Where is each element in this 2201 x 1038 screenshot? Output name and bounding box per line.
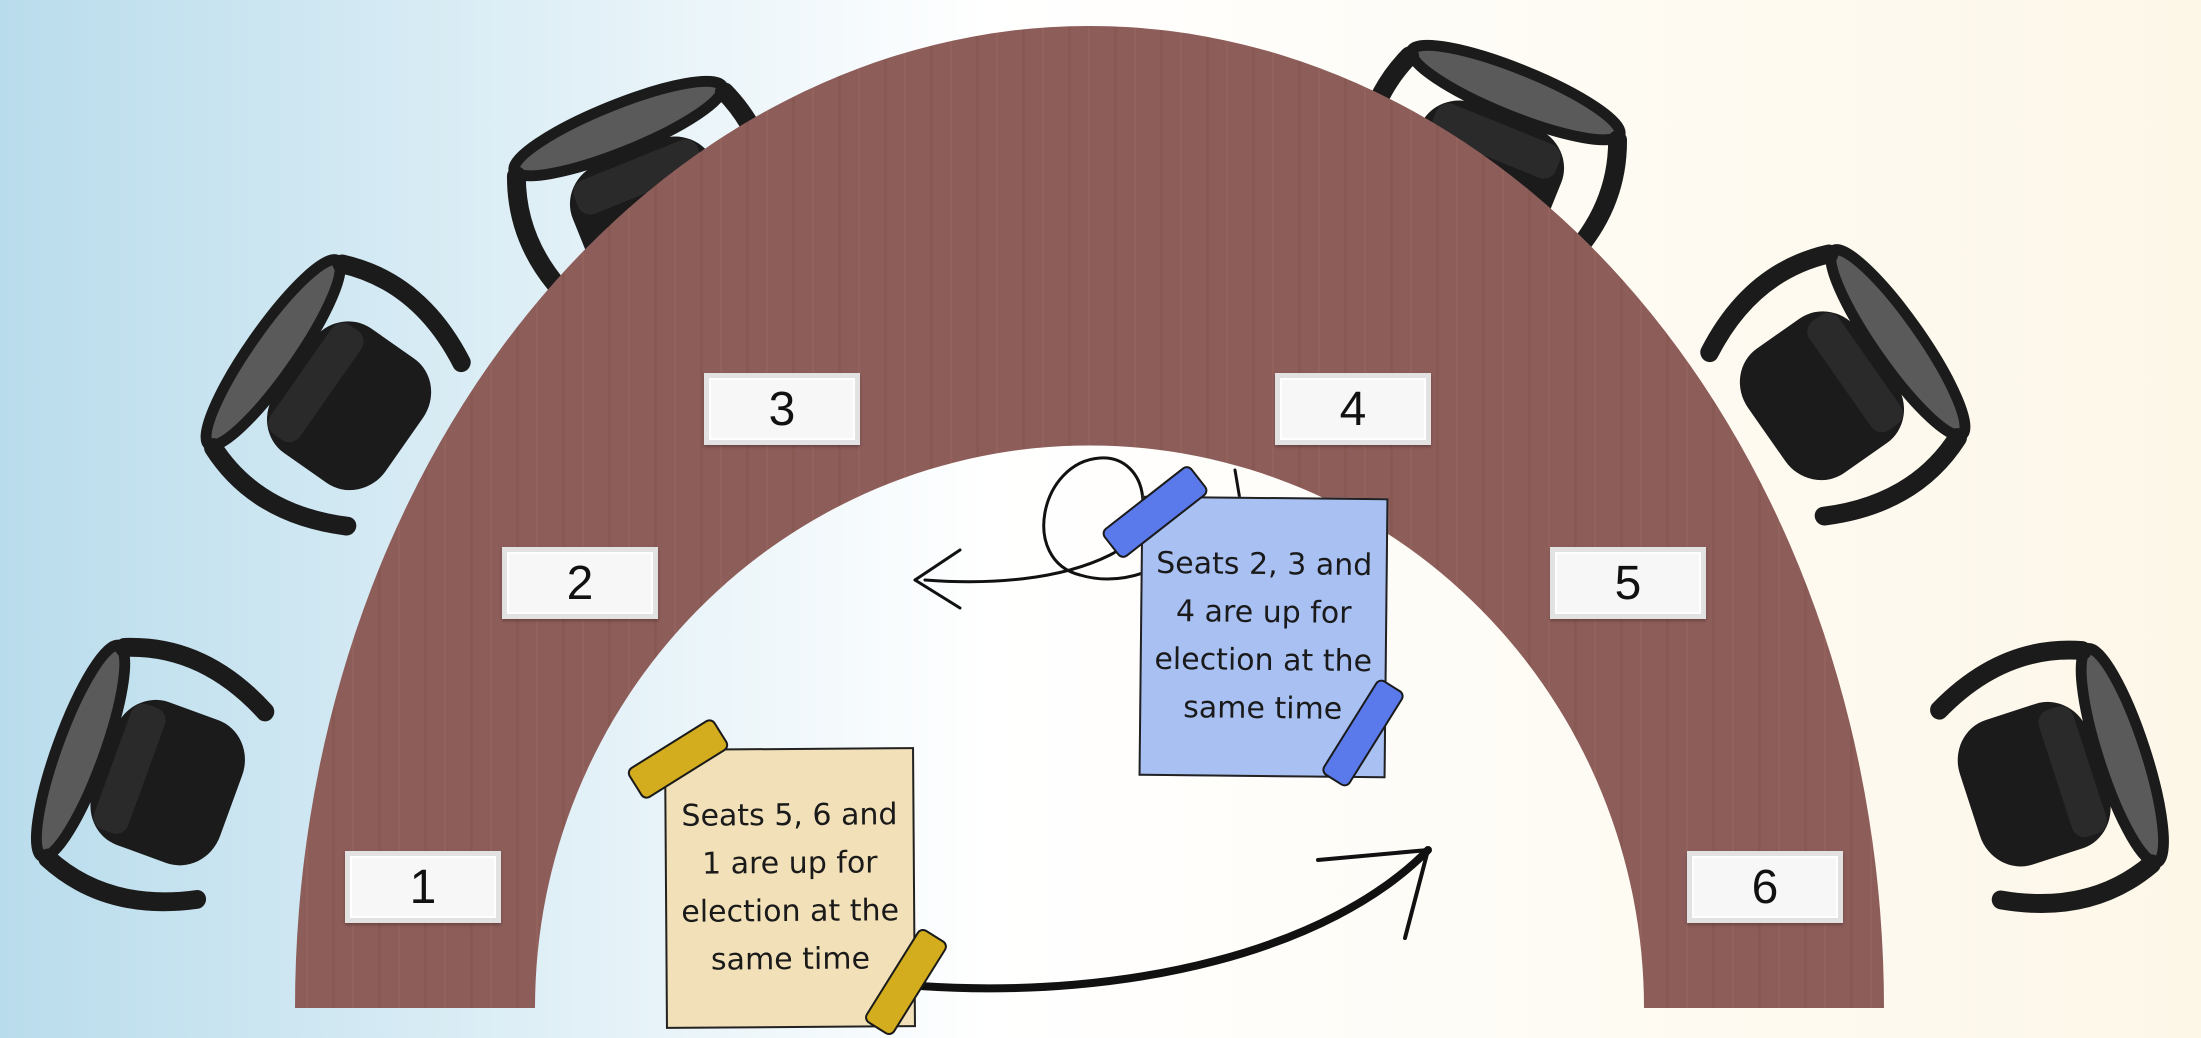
table-surface xyxy=(295,25,1884,1009)
seat-label-6: 6 xyxy=(1687,851,1843,923)
seat-label-4: 4 xyxy=(1275,373,1431,445)
seat-label-5: 5 xyxy=(1550,547,1706,619)
sticky-note-seats-5-6-1: Seats 5, 6 and 1 are up for election at … xyxy=(664,747,916,1029)
seat-label-3: 3 xyxy=(704,373,860,445)
loop-arrow-icon xyxy=(913,456,1242,610)
sticky-note-seats-2-3-4: Seats 2, 3 and 4 are up for election at … xyxy=(1138,495,1389,779)
note-text-seats-2-3-4: Seats 2, 3 and 4 are up for election at … xyxy=(1154,545,1373,727)
curved-arrow-icon xyxy=(916,846,1432,993)
seat-label-2: 2 xyxy=(502,547,658,619)
seat-label-1: 1 xyxy=(345,851,501,923)
note-text-seats-5-6-1: Seats 5, 6 and 1 are up for election at … xyxy=(681,797,900,978)
